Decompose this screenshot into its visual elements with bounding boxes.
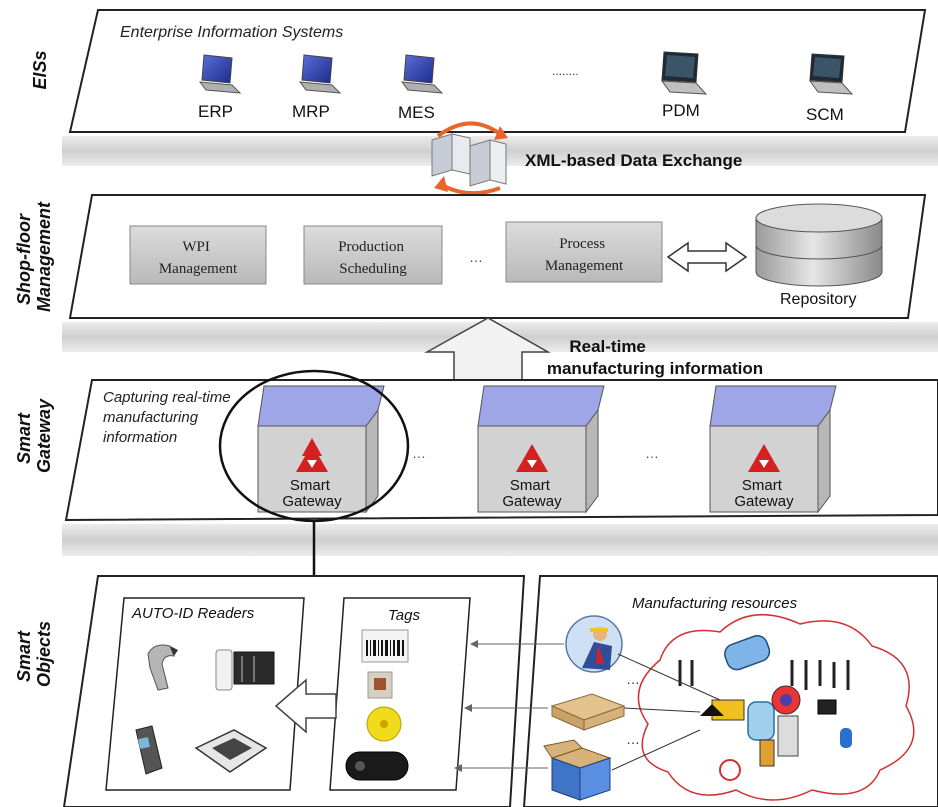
gateway-ellipsis: …	[412, 445, 426, 461]
module-label: Production Scheduling	[338, 239, 408, 277]
eis-system-label: MES	[398, 103, 435, 122]
pallet-icon	[550, 693, 626, 731]
connection-line	[617, 653, 721, 701]
module-box-production-scheduling: Production Scheduling	[303, 225, 443, 285]
connection-line	[623, 707, 701, 713]
rfid-label-tag-icon	[367, 671, 393, 699]
connection-line	[611, 729, 701, 771]
laptop-icon	[400, 54, 444, 94]
gateway-logo-icon	[748, 444, 780, 472]
eis-ellipsis: ........	[552, 64, 579, 78]
objects-side-label: Smart Objects	[14, 621, 54, 687]
resources-title: Manufacturing resources	[632, 595, 798, 612]
resources-ellipsis: …	[626, 731, 640, 747]
smart-gateway-box: Smart Gateway	[709, 385, 837, 514]
laptop-icon	[198, 54, 242, 94]
eis-system-label: SCM	[806, 105, 844, 124]
gateway-ellipsis: …	[645, 445, 659, 461]
xml-exchange-label: XML-based Data Exchange	[525, 151, 742, 170]
eis-layer-frame	[68, 9, 927, 133]
barcode-scanner-icon	[147, 644, 178, 691]
eis-side-label: EISs	[30, 50, 50, 89]
laptop-icon	[808, 53, 854, 95]
gateway-caption: Capturing real-time manufacturing inform…	[103, 389, 235, 446]
shopfloor-ellipsis: …	[469, 249, 483, 265]
double-arrow-icon	[666, 241, 748, 273]
xml-exchange-icon	[431, 121, 508, 196]
shopfloor-layer: Shop-floor Management WPI Management Pro…	[14, 194, 927, 319]
module-box-process-management: Process Management	[505, 221, 663, 283]
arrow-to-tags	[454, 640, 564, 772]
objects-layer: Smart Objects AUTO-ID Readers Tags	[14, 575, 938, 807]
readers-panel	[105, 597, 305, 791]
coin-tag-icon	[366, 706, 402, 742]
eis-title: Enterprise Information Systems	[120, 24, 343, 41]
gateway-side-label: Smart Gateway	[14, 398, 54, 473]
laptop-icon	[298, 54, 342, 94]
eis-layer: EISs Enterprise Information Systems ERP …	[30, 9, 927, 133]
rfid-reader-icon	[215, 649, 275, 691]
eis-system-label: PDM	[662, 101, 700, 120]
up-arrow-icon	[424, 317, 551, 383]
left-arrow-icon	[274, 678, 337, 734]
smart-gateway-box: Smart Gateway	[257, 385, 385, 514]
readers-title: AUTO-ID Readers	[131, 605, 255, 622]
tags-title: Tags	[388, 607, 420, 624]
module-label: WPI Management	[159, 239, 238, 277]
repository-label: Repository	[780, 291, 856, 308]
handheld-reader-icon	[135, 725, 163, 775]
worker-icon	[565, 615, 623, 673]
shopfloor-layer-frame	[68, 194, 927, 319]
eis-system-label: MRP	[292, 102, 330, 121]
fixed-rfid-reader-icon	[194, 729, 268, 773]
machine-icon	[678, 635, 852, 781]
resources-ellipsis: …	[626, 671, 640, 687]
laptop-icon	[660, 51, 708, 95]
gateway-layer: Smart Gateway Capturing real-time manufa…	[14, 369, 938, 523]
cardboard-box-icon	[543, 739, 612, 801]
realtime-label: Real-time manufacturing information	[547, 337, 763, 378]
shadow-band-gateway	[62, 524, 938, 556]
gateway-logo-icon	[516, 444, 548, 472]
keyfob-tag-icon	[345, 751, 409, 781]
barcode-tag-icon	[361, 629, 409, 663]
module-label: Process Management	[545, 236, 624, 274]
gateway-box-label: Smart Gateway	[282, 477, 342, 510]
database-icon	[755, 203, 883, 287]
smart-gateway-box: Smart Gateway	[477, 385, 605, 514]
shopfloor-side-label: Shop-floor Management	[14, 201, 54, 312]
gateway-box-label: Smart Gateway	[734, 477, 794, 510]
module-box-wpi: WPI Management	[129, 225, 267, 285]
eis-system-label: ERP	[198, 102, 233, 121]
gateway-box-label: Smart Gateway	[502, 477, 562, 510]
